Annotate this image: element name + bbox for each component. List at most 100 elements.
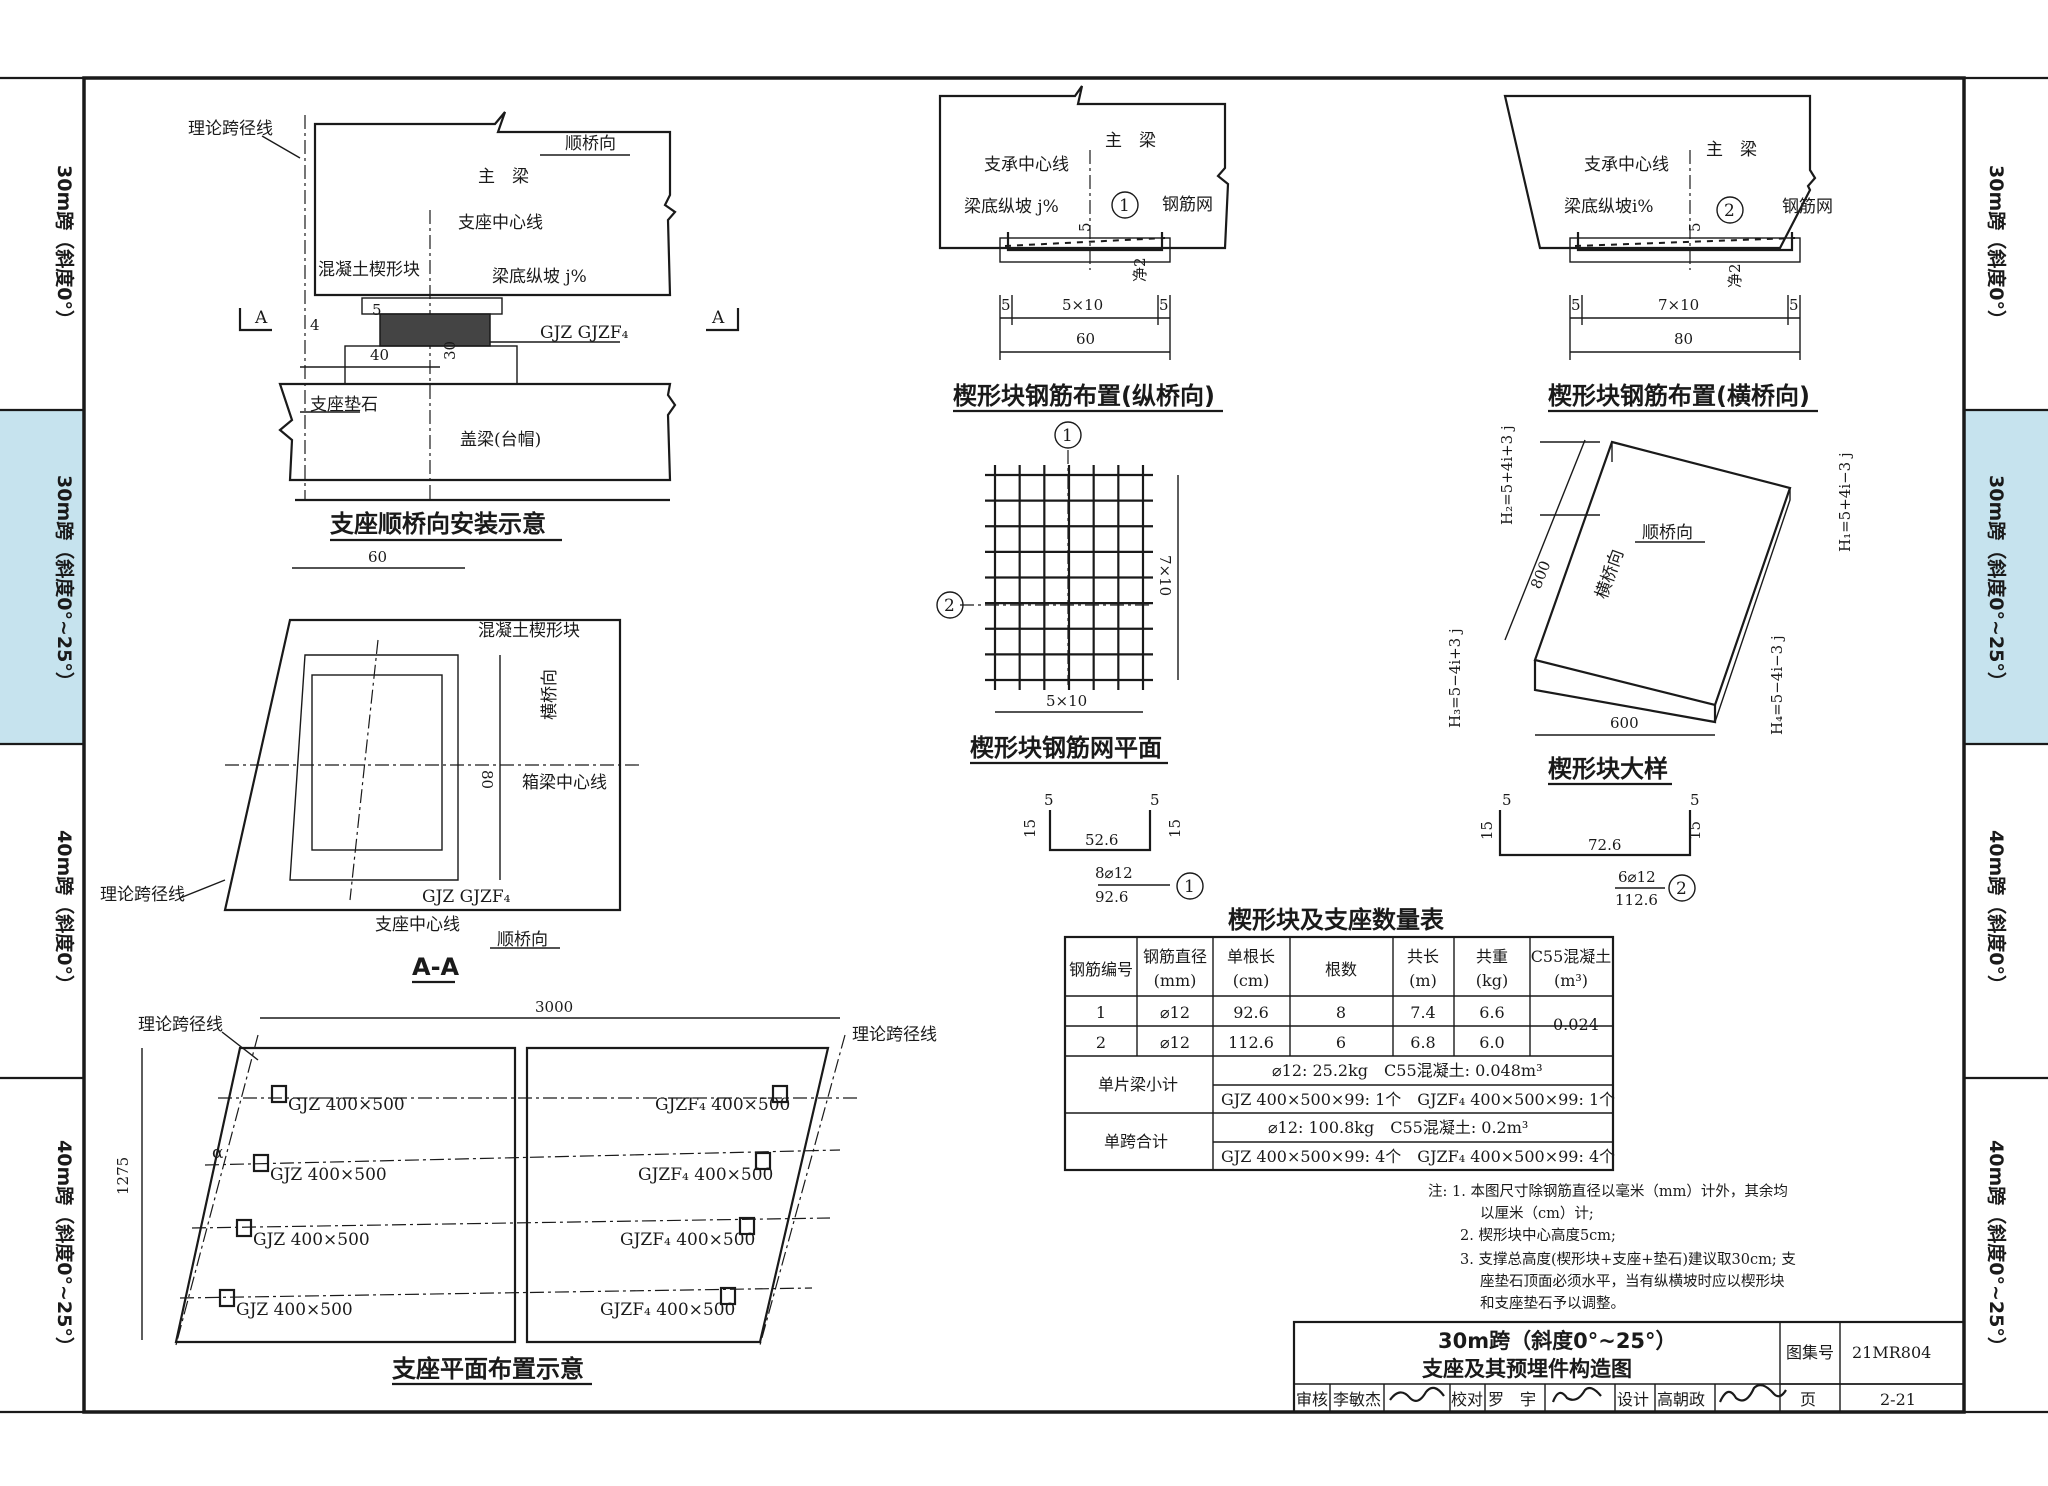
install-main-beam: 主 梁 — [478, 167, 529, 187]
plan-right-bearing-2: GJZF₄ 400×500 — [638, 1165, 773, 1185]
svg-text:注: 1. 本图尺寸除钢筋直径以毫米（mm）计外，其余均: 注: 1. 本图尺寸除钢筋直径以毫米（mm）计外，其余均 — [1428, 1182, 1788, 1200]
svg-text:1: 1 — [1184, 877, 1195, 897]
bar-shape-2: 5 5 15 15 72.6 6⌀12 112.6 2 — [1478, 791, 1704, 909]
rebar-long-view: 1 主 梁 支承中心线 梁底纵坡 j% 钢筋网 净2 5 5 5×10 5 60… — [938, 85, 1230, 413]
rebar-cross-dim-total: 80 — [1674, 330, 1693, 348]
table-header-cell: 单根长 — [1227, 947, 1275, 966]
svg-text:112.6: 112.6 — [1615, 891, 1658, 909]
aa-wedge: 混凝土楔形块 — [478, 621, 580, 641]
right-tab-4[interactable]: 40m跨（斜度0°~25°） — [1985, 1140, 2008, 1356]
rebar-cross-mesh: 钢筋网 — [1782, 197, 1833, 217]
title-block: 30m跨（斜度0°~25°） 支座及其预埋件构造图 图集号 21MR804 页 … — [1292, 1320, 1966, 1414]
svg-text:5: 5 — [1150, 791, 1160, 809]
table-cell: 92.6 — [1233, 1003, 1269, 1022]
reviewer-signature — [1389, 1386, 1445, 1402]
svg-text:72.6: 72.6 — [1588, 836, 1621, 854]
install-sec-a-left: A — [254, 308, 268, 328]
plan-dim-1275: 1275 — [114, 1157, 132, 1195]
install-slope: 梁底纵坡 j% — [492, 267, 587, 287]
install-cap: 盖梁(台帽) — [460, 430, 541, 450]
aa-bearing-center: 支座中心线 — [375, 915, 460, 935]
plan-angle: α — [212, 1143, 224, 1163]
table-cell: 2 — [1096, 1033, 1106, 1052]
svg-text:以厘米（cm）计;: 以厘米（cm）计; — [1480, 1205, 1594, 1222]
aa-dim-60: 60 — [368, 548, 387, 566]
svg-text:15: 15 — [1166, 819, 1184, 838]
plan-left-bearing-4: GJZ 400×500 — [236, 1300, 353, 1320]
plan-left-bearing-1: GJZ 400×500 — [288, 1095, 405, 1115]
left-tab-2[interactable]: 30m跨（斜度0°~25°） — [53, 475, 76, 691]
table-total-line2: GJZ 400×500×99: 4个 GJZF₄ 400×500×99: 4个 — [1221, 1147, 1615, 1166]
rebar-cross-dim-5a: 5 — [1571, 296, 1581, 314]
svg-text:3. 支撑总高度(楔形块+支座+垫石)建议取30cm; 支: 3. 支撑总高度(楔形块+支座+垫石)建议取30cm; 支 — [1460, 1251, 1796, 1268]
left-side-tabs: 30m跨（斜度0°） 30m跨（斜度0°~25°） 40m跨（斜度0°） 40m… — [0, 76, 84, 1414]
wedge-h4: H₄=5−4i−3 j — [1768, 635, 1786, 735]
svg-text:5: 5 — [1690, 791, 1700, 809]
wedge-h2: H₂=5+4i+3 j — [1498, 425, 1516, 525]
mesh-title: 楔形块钢筋网平面 — [970, 734, 1162, 762]
left-tab-3[interactable]: 40m跨（斜度0°） — [53, 830, 76, 994]
plan-view: 3000 1275 GJZ 400×500 GJZ 400×500 GJZ 40… — [114, 998, 937, 1386]
table-cell: ⌀12 — [1160, 1033, 1190, 1052]
right-tab-highlight-bg — [1964, 410, 2048, 744]
quantity-table: 楔形块及支座数量表 钢筋编号钢筋直径(mm)单根长(cm)根数共长(m)共重(k… — [1063, 906, 1615, 1172]
rebar-long-bearing-center: 支承中心线 — [984, 155, 1069, 175]
plan-title: 支座平面布置示意 — [392, 1355, 584, 1383]
rebar-long-dim-5b: 5 — [1159, 296, 1169, 314]
bar-shape-1: 5 5 15 15 52.6 8⌀12 92.6 1 — [1021, 791, 1204, 906]
rebar-cross-bearing-center: 支承中心线 — [1584, 155, 1669, 175]
table-cell: 6.6 — [1479, 1003, 1504, 1022]
table-sub-label: 单片梁小计 — [1098, 1075, 1178, 1094]
aa-bearing: GJZ GJZF₄ — [422, 887, 511, 907]
rebar-cross-num: 2 — [1724, 201, 1735, 221]
install-dim-4: 4 — [310, 316, 320, 334]
right-tab-2[interactable]: 30m跨（斜度0°~25°） — [1985, 475, 2008, 691]
table-cell: 6.0 — [1479, 1033, 1504, 1052]
wedge-detail-view: H₂=5+4i+3 j H₁=5+4i−3 j H₃=5−4i+3 j H₄=5… — [1446, 425, 1854, 786]
svg-text:15: 15 — [1478, 821, 1496, 840]
rebar-long-dim-v5: 5 — [1076, 222, 1094, 232]
rebar-long-num: 1 — [1119, 196, 1130, 216]
right-tab-3[interactable]: 40m跨（斜度0°） — [1985, 830, 2008, 994]
rebar-cross-dim-mid: 7×10 — [1658, 296, 1699, 314]
wedge-h3: H₃=5−4i+3 j — [1446, 628, 1464, 728]
left-tab-4[interactable]: 40m跨（斜度0°~25°） — [53, 1140, 76, 1356]
install-view: 理论跨径线 主 梁 顺桥向 支座中心线 混凝土楔形块 梁底纵坡 j% GJZ G… — [188, 111, 740, 542]
atlas-no: 21MR804 — [1852, 1343, 1931, 1362]
aa-cross: 横桥向 — [540, 669, 560, 720]
svg-text:5: 5 — [1502, 791, 1512, 809]
left-tab-1[interactable]: 30m跨（斜度0°） — [53, 165, 76, 329]
wedge-cross: 横桥向 — [1592, 547, 1628, 602]
right-tab-1[interactable]: 30m跨（斜度0°） — [1985, 165, 2008, 329]
table-header-cell: C55混凝土 — [1531, 947, 1612, 966]
rebar-cross-slope: 梁底纵坡i% — [1564, 197, 1654, 217]
svg-text:座垫石顶面必须水平，当有纵横坡时应以楔形块: 座垫石顶面必须水平，当有纵横坡时应以楔形块 — [1480, 1272, 1785, 1290]
checker: 罗 宇 — [1488, 1390, 1536, 1409]
table-header-cell: 钢筋直径 — [1143, 947, 1207, 966]
rebar-long-dim-mid: 5×10 — [1062, 296, 1103, 314]
table-header-cell: 共重 — [1476, 947, 1508, 966]
table-header-cell: 共长 — [1407, 947, 1439, 966]
install-theory-span: 理论跨径线 — [188, 119, 273, 139]
checker-signature — [1551, 1386, 1602, 1403]
svg-text:6⌀12: 6⌀12 — [1618, 868, 1656, 886]
atlas-label: 图集号 — [1786, 1343, 1834, 1362]
rebar-cross-view: 2 主 梁 支承中心线 梁底纵坡i% 钢筋网 净2 5 5 7×10 5 80 … — [1503, 94, 1833, 413]
rebar-long-slope: 梁底纵坡 j% — [964, 197, 1059, 217]
table-cell: 8 — [1336, 1003, 1346, 1022]
table-cell: 6.8 — [1410, 1033, 1435, 1052]
plan-right-bearing-3: GJZF₄ 400×500 — [620, 1230, 755, 1250]
install-pad: 支座垫石 — [310, 395, 378, 415]
mesh-dim-v: 7×10 — [1156, 555, 1174, 596]
svg-text:2. 楔形块中心高度5cm;: 2. 楔形块中心高度5cm; — [1460, 1227, 1616, 1244]
designer-signature — [1718, 1384, 1787, 1403]
install-title: 支座顺桥向安装示意 — [330, 510, 546, 538]
bearing-block — [379, 313, 491, 347]
plan-right-bearing-1: GJZF₄ 400×500 — [655, 1095, 790, 1115]
right-side-tabs: 30m跨（斜度0°） 30m跨（斜度0°~25°） 40m跨（斜度0°） 40m… — [1964, 76, 2048, 1414]
wedge-h1: H₁=5+4i−3 j — [1836, 452, 1854, 552]
wedge-title: 楔形块大样 — [1548, 755, 1668, 783]
table-total-line1: ⌀12: 100.8kg C55混凝土: 0.2m³ — [1268, 1118, 1528, 1137]
design-label: 设计 — [1617, 1390, 1649, 1409]
